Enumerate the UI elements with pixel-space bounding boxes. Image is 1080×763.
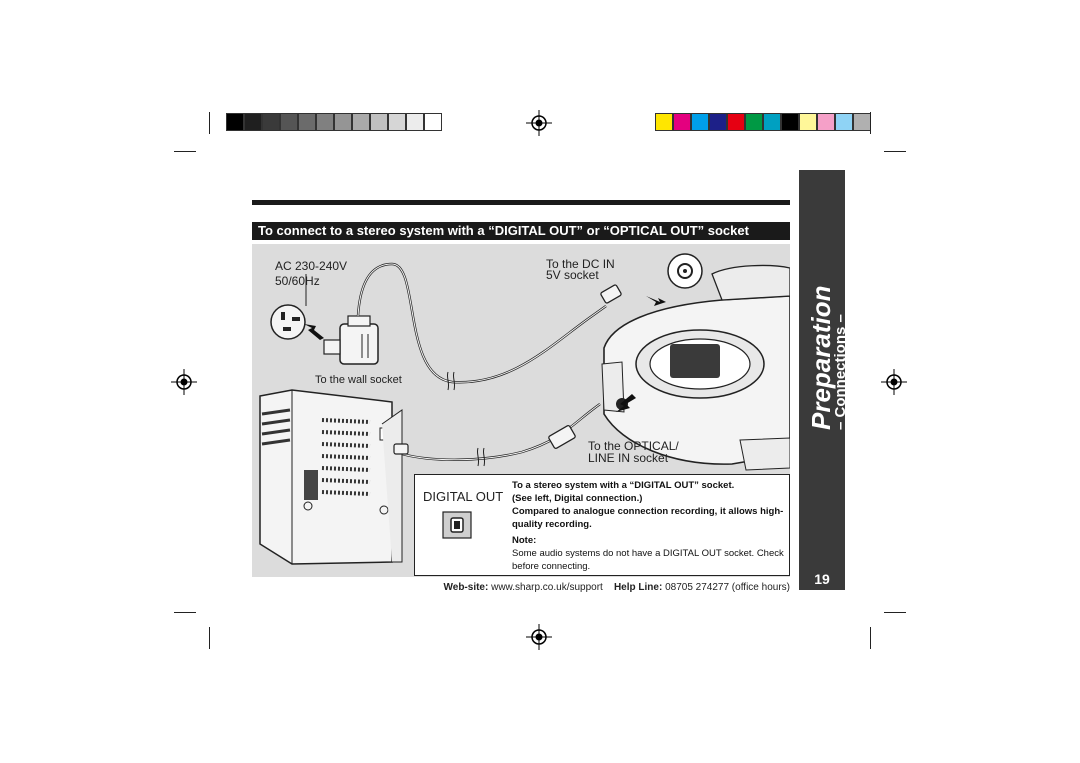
arrow-icon bbox=[616, 394, 636, 412]
section-heading: To connect to a stereo system with a “DI… bbox=[252, 222, 790, 240]
crop-mark bbox=[209, 112, 210, 134]
color-swatch bbox=[352, 113, 370, 131]
website-url[interactable]: www.sharp.co.uk/support bbox=[491, 582, 603, 593]
color-swatch bbox=[298, 113, 316, 131]
registration-mark-icon bbox=[526, 624, 552, 650]
optical-socket-icon bbox=[442, 511, 472, 539]
info-text: To a stereo system with a “DIGITAL OUT” … bbox=[512, 479, 784, 573]
arrow-icon bbox=[646, 296, 666, 306]
color-swatch bbox=[226, 113, 244, 131]
registration-mark-icon bbox=[881, 369, 907, 395]
info-line-1: To a stereo system with a “DIGITAL OUT” … bbox=[512, 480, 735, 491]
color-swatch bbox=[727, 113, 745, 131]
section-side-tab bbox=[799, 170, 845, 590]
color-swatch bbox=[370, 113, 388, 131]
crop-mark bbox=[870, 112, 871, 134]
registration-mark-icon bbox=[526, 110, 552, 136]
footer: Web-site: www.sharp.co.uk/support Help L… bbox=[252, 582, 791, 593]
color-swatch bbox=[745, 113, 763, 131]
crop-mark bbox=[174, 612, 196, 613]
connection-diagram bbox=[259, 253, 790, 565]
grayscale-color-bar bbox=[226, 113, 442, 131]
line-in-label: LINE IN socket bbox=[588, 451, 669, 465]
ac-voltage-label: AC 230-240V bbox=[275, 259, 348, 273]
website-label: Web-site: bbox=[443, 582, 489, 593]
crop-mark bbox=[174, 151, 196, 152]
dc-in-label: To the DC IN bbox=[546, 257, 615, 271]
crop-mark bbox=[884, 151, 906, 152]
color-swatch bbox=[424, 113, 442, 131]
color-swatch bbox=[334, 113, 352, 131]
color-swatch bbox=[817, 113, 835, 131]
color-swatch bbox=[835, 113, 853, 131]
page-number: 19 bbox=[814, 571, 830, 587]
helpline-number: 08705 274277 (office hours) bbox=[665, 582, 790, 593]
color-swatch bbox=[406, 113, 424, 131]
info-line-3: Compared to analogue connection recordin… bbox=[512, 506, 784, 530]
note-text: Some audio systems do not have a DIGITAL… bbox=[512, 548, 784, 572]
wall-socket-icon bbox=[270, 304, 306, 340]
color-swatch bbox=[709, 113, 727, 131]
note-label: Note: bbox=[512, 535, 537, 546]
crop-mark bbox=[884, 612, 906, 613]
color-swatch bbox=[781, 113, 799, 131]
dc-plug-icon bbox=[600, 284, 622, 304]
stereo-system-icon bbox=[259, 389, 403, 565]
digital-out-label: DIGITAL OUT bbox=[423, 489, 504, 504]
color-swatch bbox=[691, 113, 709, 131]
color-swatch bbox=[799, 113, 817, 131]
arrow-icon bbox=[304, 324, 324, 340]
wall-socket-label: To the wall socket bbox=[315, 374, 402, 386]
registration-mark-icon bbox=[171, 369, 197, 395]
color-swatch bbox=[388, 113, 406, 131]
optical-plug-icon bbox=[548, 425, 576, 449]
color-swatch bbox=[763, 113, 781, 131]
crop-mark bbox=[209, 627, 210, 649]
color-swatch bbox=[316, 113, 334, 131]
process-color-bar bbox=[655, 113, 871, 131]
optical-in-label: To the OPTICAL/ bbox=[588, 439, 679, 453]
section-subtitle: – Connections – bbox=[832, 314, 849, 430]
ac-adapter-icon bbox=[323, 315, 379, 365]
color-swatch bbox=[244, 113, 262, 131]
top-rule bbox=[252, 200, 790, 205]
digital-out-info-box bbox=[414, 474, 790, 576]
color-swatch bbox=[280, 113, 298, 131]
minidisc-recorder-icon bbox=[601, 264, 790, 471]
helpline-label: Help Line: bbox=[613, 582, 663, 593]
crop-mark bbox=[870, 627, 871, 649]
color-swatch bbox=[673, 113, 691, 131]
info-line-2: (See left, Digital connection.) bbox=[512, 493, 643, 504]
dc-in-voltage-label: 5V socket bbox=[546, 268, 599, 282]
color-swatch bbox=[262, 113, 280, 131]
color-swatch bbox=[853, 113, 871, 131]
color-swatch bbox=[655, 113, 673, 131]
ac-frequency-label: 50/60Hz bbox=[275, 274, 320, 288]
optical-plug-icon bbox=[393, 443, 409, 455]
